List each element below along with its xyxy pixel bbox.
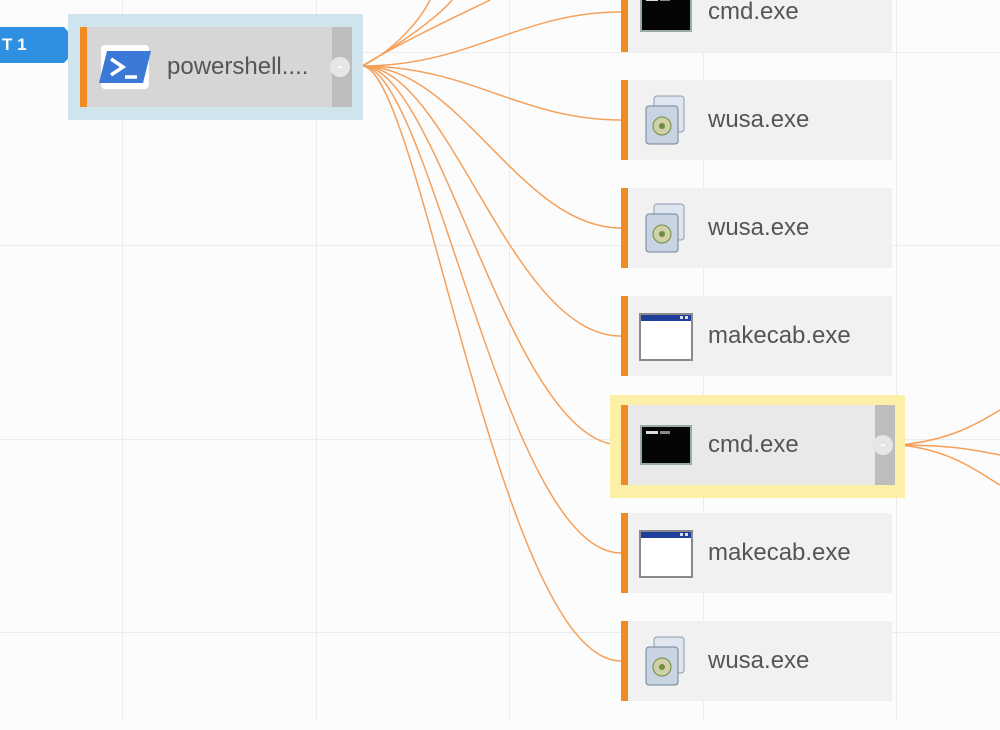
grid-line (0, 52, 1000, 53)
collapse-toggle[interactable]: - (873, 405, 895, 485)
grid-line (509, 0, 510, 720)
installer-icon (645, 203, 685, 253)
collapse-toggle[interactable]: - (330, 27, 352, 107)
process-node-label: makecab.exe (708, 539, 851, 566)
edge-to-child (361, 11, 622, 67)
grid-line (0, 632, 1000, 633)
process-node-cmd-selected[interactable]: cmd.exe - (621, 405, 895, 485)
grid-line (0, 245, 1000, 246)
process-node-powershell[interactable]: powershell.... - (80, 27, 352, 107)
console-icon (640, 0, 692, 32)
process-node-wusa[interactable]: wusa.exe (621, 80, 892, 160)
edge-to-child (361, 65, 622, 662)
console-icon (640, 425, 692, 465)
edge-to-child (361, 65, 622, 337)
process-node-wusa[interactable]: wusa.exe (621, 188, 892, 268)
grid-line (0, 439, 1000, 440)
process-node-label: wusa.exe (708, 106, 810, 133)
edge-to-child (361, 65, 622, 229)
edge-offscreen (899, 444, 1000, 486)
window-icon (639, 530, 693, 578)
collapse-toggle-label: - (873, 435, 893, 455)
tree-root-tag-label: T 1 (2, 35, 27, 54)
process-node-label: cmd.exe (708, 0, 799, 25)
grid-line (316, 0, 317, 720)
collapse-toggle-label: - (330, 57, 350, 77)
edge-offscreen (899, 409, 1000, 446)
powershell-icon (99, 45, 151, 89)
process-node-makecab[interactable]: makecab.exe (621, 513, 892, 593)
window-icon (639, 313, 693, 361)
process-node-label: makecab.exe (708, 322, 851, 349)
edge-to-child (361, 65, 622, 446)
edge-offscreen (361, 0, 431, 67)
edge-offscreen (361, 0, 491, 67)
grid-line (122, 0, 123, 720)
process-node-label: wusa.exe (708, 647, 810, 674)
process-node-label: powershell.... (167, 53, 309, 80)
process-node-wusa[interactable]: wusa.exe (621, 621, 892, 701)
installer-icon (645, 95, 685, 145)
process-node-cmd[interactable]: cmd.exe (621, 0, 892, 52)
edge-offscreen (899, 444, 1000, 456)
edge-to-child (361, 65, 622, 554)
installer-icon (645, 636, 685, 686)
process-node-label: cmd.exe (708, 431, 799, 458)
tree-root-tag[interactable]: T 1 (0, 27, 80, 63)
edge-to-child (361, 65, 622, 121)
process-node-makecab[interactable]: makecab.exe (621, 296, 892, 376)
process-node-label: wusa.exe (708, 214, 810, 241)
grid-line (896, 0, 897, 720)
